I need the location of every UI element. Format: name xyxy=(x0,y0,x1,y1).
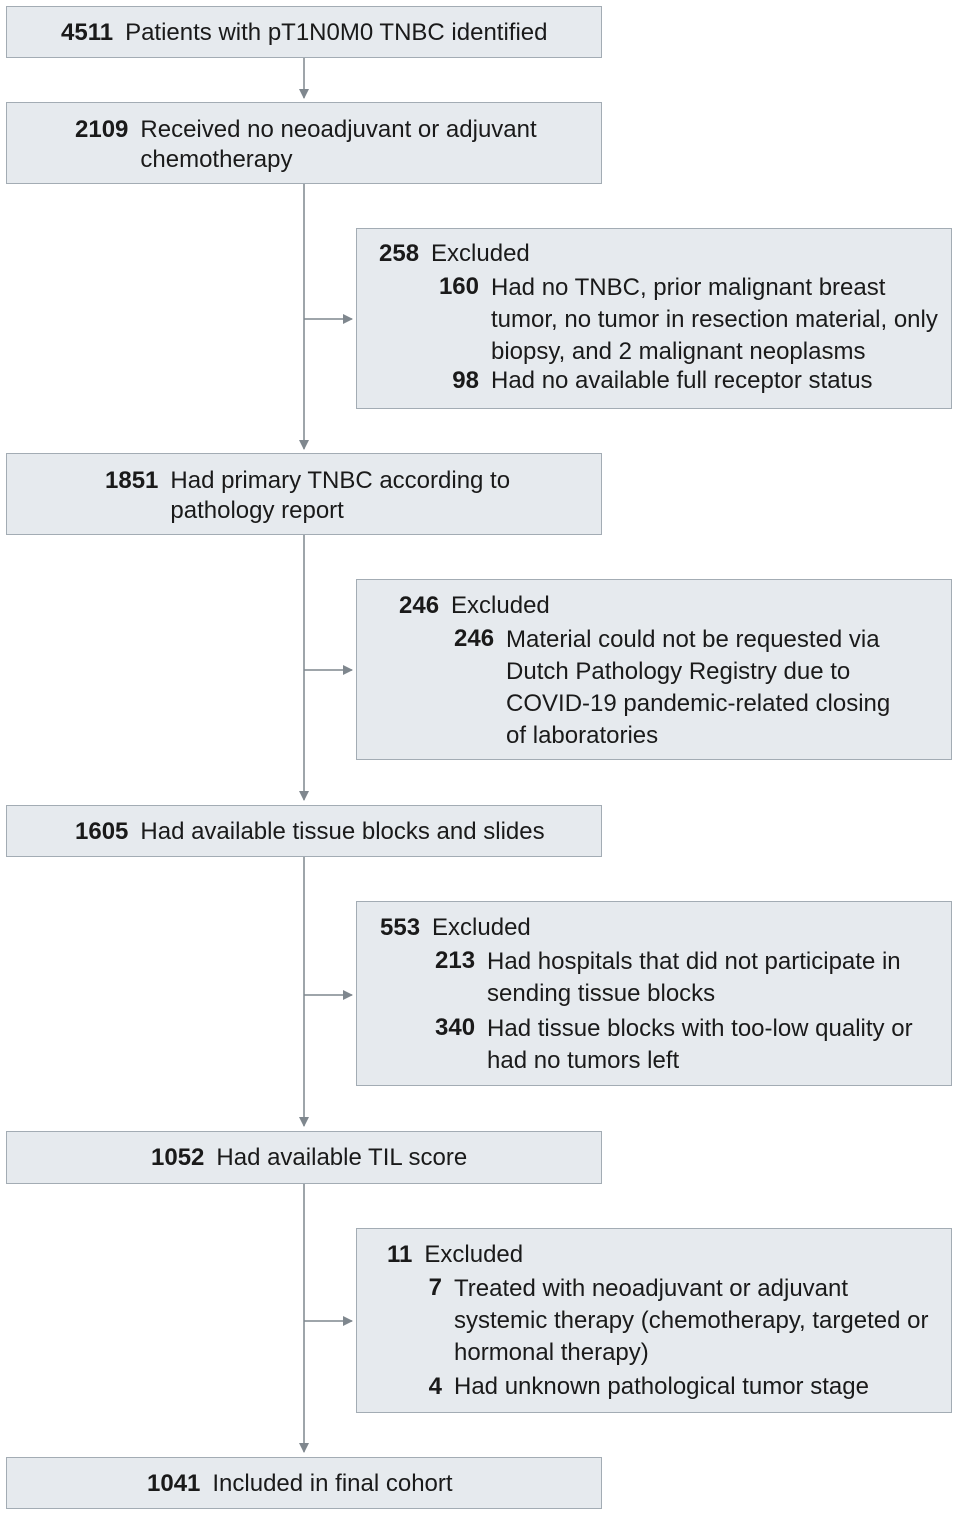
reason-text: Had tissue blocks with too-low quality o… xyxy=(487,1015,913,1074)
step-count: 1851 xyxy=(105,467,159,494)
step-label: Included in final cohort xyxy=(212,1470,453,1497)
exclusion-box-4: 11 Excluded 7 Treated with neoadjuvant o… xyxy=(356,1228,952,1413)
excluded-count: 246 xyxy=(399,592,440,619)
step-box-1: 4511 Patients with pT1N0M0 TNBC identifi… xyxy=(6,6,602,58)
reason-text: Had hospitals that did not participate i… xyxy=(487,948,901,1007)
excluded-label: Excluded xyxy=(424,1241,524,1268)
reason-text: Material could not be requested via Dutc… xyxy=(506,626,891,749)
step-count: 2109 xyxy=(75,116,129,143)
step-count: 1041 xyxy=(147,1470,201,1497)
reason-count: 4 xyxy=(428,1373,442,1400)
reason-text: Had no available full receptor status xyxy=(491,367,873,394)
step-label: Patients with pT1N0M0 TNBC identified xyxy=(125,19,548,46)
reason-count: 340 xyxy=(435,1014,476,1041)
reason-text: Had no TNBC, prior malignant breast tumo… xyxy=(491,274,938,365)
step-box-2: 2109 Received no neoadjuvant or adjuvant… xyxy=(6,102,602,184)
exclusion-box-3: 553 Excluded 213 Had hospitals that did … xyxy=(356,901,952,1086)
step-box-3: 1851 Had primary TNBC according to patho… xyxy=(6,453,602,535)
step-label: Had primary TNBC according to pathology … xyxy=(170,467,511,524)
step-label: Had available TIL score xyxy=(216,1144,468,1171)
reason-text: Treated with neoadjuvant or adjuvant sys… xyxy=(454,1275,929,1366)
excluded-label: Excluded xyxy=(451,592,550,619)
step-label: Received no neoadjuvant or adjuvant chem… xyxy=(140,116,537,173)
reason-count: 246 xyxy=(454,625,495,652)
step-count: 1605 xyxy=(75,818,129,845)
excluded-count: 11 xyxy=(387,1241,413,1268)
reason-count: 7 xyxy=(428,1274,442,1301)
excluded-count: 553 xyxy=(380,914,421,941)
step-box-5: 1052 Had available TIL score xyxy=(6,1131,602,1184)
reason-count: 213 xyxy=(435,947,476,974)
step-label: Had available tissue blocks and slides xyxy=(140,818,545,845)
step-box-4: 1605 Had available tissue blocks and sli… xyxy=(6,805,602,857)
step-box-6: 1041 Included in final cohort xyxy=(6,1457,602,1509)
reason-count: 160 xyxy=(438,273,479,300)
reason-text: Had unknown pathological tumor stage xyxy=(454,1373,869,1400)
exclusion-box-1: 258 Excluded 160 Had no TNBC, prior mali… xyxy=(356,228,952,409)
step-count: 1052 xyxy=(151,1144,205,1171)
step-count: 4511 xyxy=(61,19,114,46)
reason-count: 98 xyxy=(452,367,479,394)
excluded-label: Excluded xyxy=(431,240,530,267)
exclusion-box-2: 246 Excluded 246 Material could not be r… xyxy=(356,579,952,760)
excluded-label: Excluded xyxy=(432,914,531,941)
excluded-count: 258 xyxy=(379,240,420,267)
